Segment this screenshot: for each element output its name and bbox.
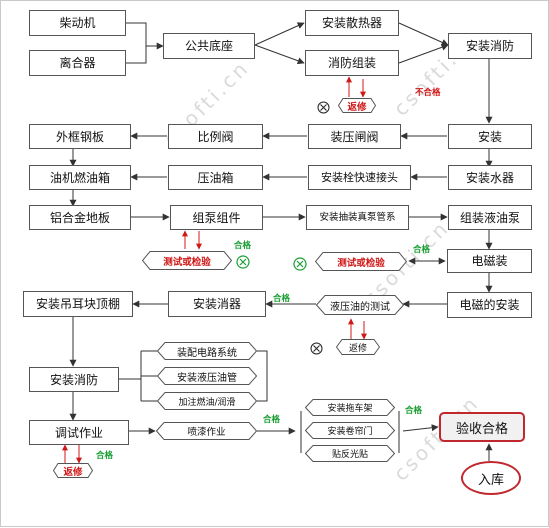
node-hydraulic-pipe: 安装液压油管	[157, 367, 257, 385]
arrow-engine-to-base	[126, 22, 164, 50]
node-fire-assembly: 消防组装	[305, 50, 399, 76]
reject-icon	[317, 99, 330, 118]
node-acceptance: 验收合格	[439, 412, 525, 442]
arrow-base-to-radiator	[254, 22, 305, 46]
rework-badge-3: 返修	[53, 463, 93, 478]
arrow-radiator-to-fire-top	[398, 22, 449, 46]
node-common-base: 公共底座	[163, 33, 255, 59]
test-inspect-badge-2: 测试或检验	[315, 252, 407, 271]
arrow-group-to-accept	[402, 424, 439, 432]
node-pressure-box: 压油箱	[168, 165, 263, 190]
arrow-base-to-fire	[254, 44, 305, 65]
label-qualified-2: 合格	[413, 245, 431, 255]
node-hydraulic-test: 液压油的测试	[316, 295, 404, 315]
node-solenoid: 电磁装	[447, 249, 532, 273]
node-solenoid-install: 电磁的安装	[447, 292, 532, 318]
label-qualified-3: 合格	[273, 294, 291, 304]
pass-icon-2	[293, 256, 307, 275]
node-lifting-ceiling: 安装吊耳块顶棚	[23, 291, 133, 317]
label-qualified-1: 合格	[234, 241, 252, 251]
node-storage: 入库	[461, 461, 521, 495]
label-unqualified: 不合格	[415, 88, 441, 98]
node-aluminum-floor: 铝合金地板	[29, 205, 131, 230]
bracket-right	[257, 350, 268, 402]
node-install-fire-left: 安装消防	[29, 367, 119, 392]
node-install-pressure-valve: 装压闸阀	[308, 124, 401, 149]
node-install: 安装	[448, 124, 532, 149]
node-vacuum-pipe: 安装抽装真泵管系	[306, 205, 409, 230]
node-debug-work: 调试作业	[29, 420, 129, 445]
node-paint: 喷漆作业	[156, 422, 257, 440]
node-proportional-valve: 比例阀	[168, 124, 263, 149]
node-install-fire-top: 安装消防	[448, 33, 532, 59]
node-hydraulic-pump: 组装液油泵	[448, 205, 532, 230]
label-qualified-5: 合格	[263, 415, 281, 425]
node-trailer: 安装拖车架	[305, 399, 395, 416]
node-labels: 贴反光贴	[305, 445, 395, 462]
pass-icon-1	[236, 254, 250, 273]
reject-icon-2	[310, 340, 323, 359]
label-qualified-6: 合格	[405, 406, 423, 416]
node-outer-frame: 外框钢板	[29, 124, 131, 149]
node-refuel: 加注燃油/润滑	[157, 392, 257, 410]
node-curtain-door: 安装卷帘门	[305, 422, 395, 439]
label-qualified-4: 合格	[96, 451, 114, 461]
test-inspect-badge-1: 测试或检验	[142, 251, 232, 270]
node-pump-assembly: 组泵组件	[170, 205, 263, 230]
arrow-clutch-to-base	[126, 46, 147, 64]
rework-badge-1: 返修	[338, 98, 376, 113]
node-fuel-tank: 油机燃油箱	[29, 165, 131, 190]
rework-badge-2: 返修	[336, 339, 380, 355]
arrow-fire-to-fire-top	[398, 43, 449, 64]
node-install-radiator: 安装散热器	[305, 10, 399, 36]
node-diesel-engine: 柴动机	[29, 10, 126, 36]
node-quick-connector: 安装栓快速接头	[308, 165, 411, 190]
node-install-water: 安装水器	[448, 165, 532, 190]
node-electrical: 装配电路系统	[157, 342, 257, 360]
bracket-left	[119, 350, 157, 402]
node-install-muffler: 安装消器	[168, 291, 266, 317]
node-clutch: 离合器	[29, 50, 126, 76]
